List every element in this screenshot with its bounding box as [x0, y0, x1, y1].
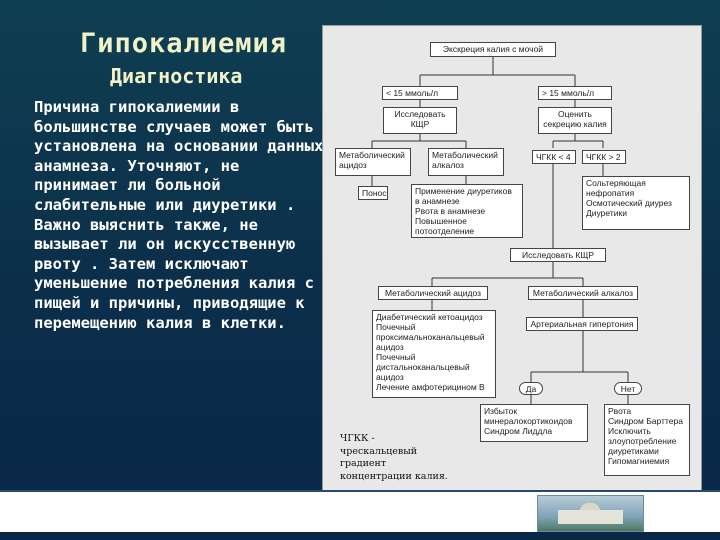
diarrhea-node: Понос [358, 186, 388, 200]
ttkg-high-node: ЧГКК > 2 [582, 150, 626, 164]
alkalosis-causes-node: Применение диуретиков в анамнезе Рвота в… [411, 184, 523, 238]
mineralocorticoid-node: Избыток минералокортикоидов Синдром Лидд… [480, 404, 588, 442]
logo-building [558, 510, 623, 524]
footer-divider [0, 490, 720, 492]
root-node: Экскреция калия с мочой [430, 42, 556, 57]
ttkg-low-node: ЧГКК < 4 [532, 150, 576, 164]
hypertension-node: Артериальная гипертония [526, 317, 638, 331]
logo-dome [580, 503, 600, 511]
salt-wasting-node: Сольтеряющая нефропатия Осмотический диу… [582, 176, 690, 230]
no-causes-node: Рвота Синдром Барттера Исключить злоупот… [604, 404, 690, 476]
acidosis-causes-node: Диабетический кетоацидоз Почечный прокси… [372, 310, 496, 398]
slide-title: Гипокалиемия [80, 28, 288, 59]
metabolic-acidosis-node-1: Метаболический ацидоз [335, 148, 411, 176]
check-acid-base-node-2: Исследовать КЩР [510, 248, 606, 262]
high-potassium-node: > 15 ммоль/л [538, 86, 612, 100]
metabolic-alkalosis-node-2: Метаболический алкалоз [528, 286, 638, 300]
slide-subtitle: Диагностика [110, 64, 243, 88]
university-building-logo [537, 495, 644, 532]
yes-node: Да [519, 382, 543, 395]
slide-body-text: Причина гипокалиемии в большинстве случа… [34, 98, 324, 332]
evaluate-secretion-node: Оценить секрецию калия [538, 107, 612, 134]
flowchart-legend: ЧГКК - чрескальцевый градиент концентрац… [340, 433, 448, 482]
metabolic-acidosis-node-2: Метаболический ацидоз [378, 286, 488, 300]
low-potassium-node: < 15 ммоль/л [382, 86, 458, 100]
check-acid-base-node-1: Исследовать КЩР [383, 107, 457, 134]
no-node: Нет [614, 382, 642, 395]
metabolic-alkalosis-node-1: Метаболический алкалоз [428, 148, 504, 176]
